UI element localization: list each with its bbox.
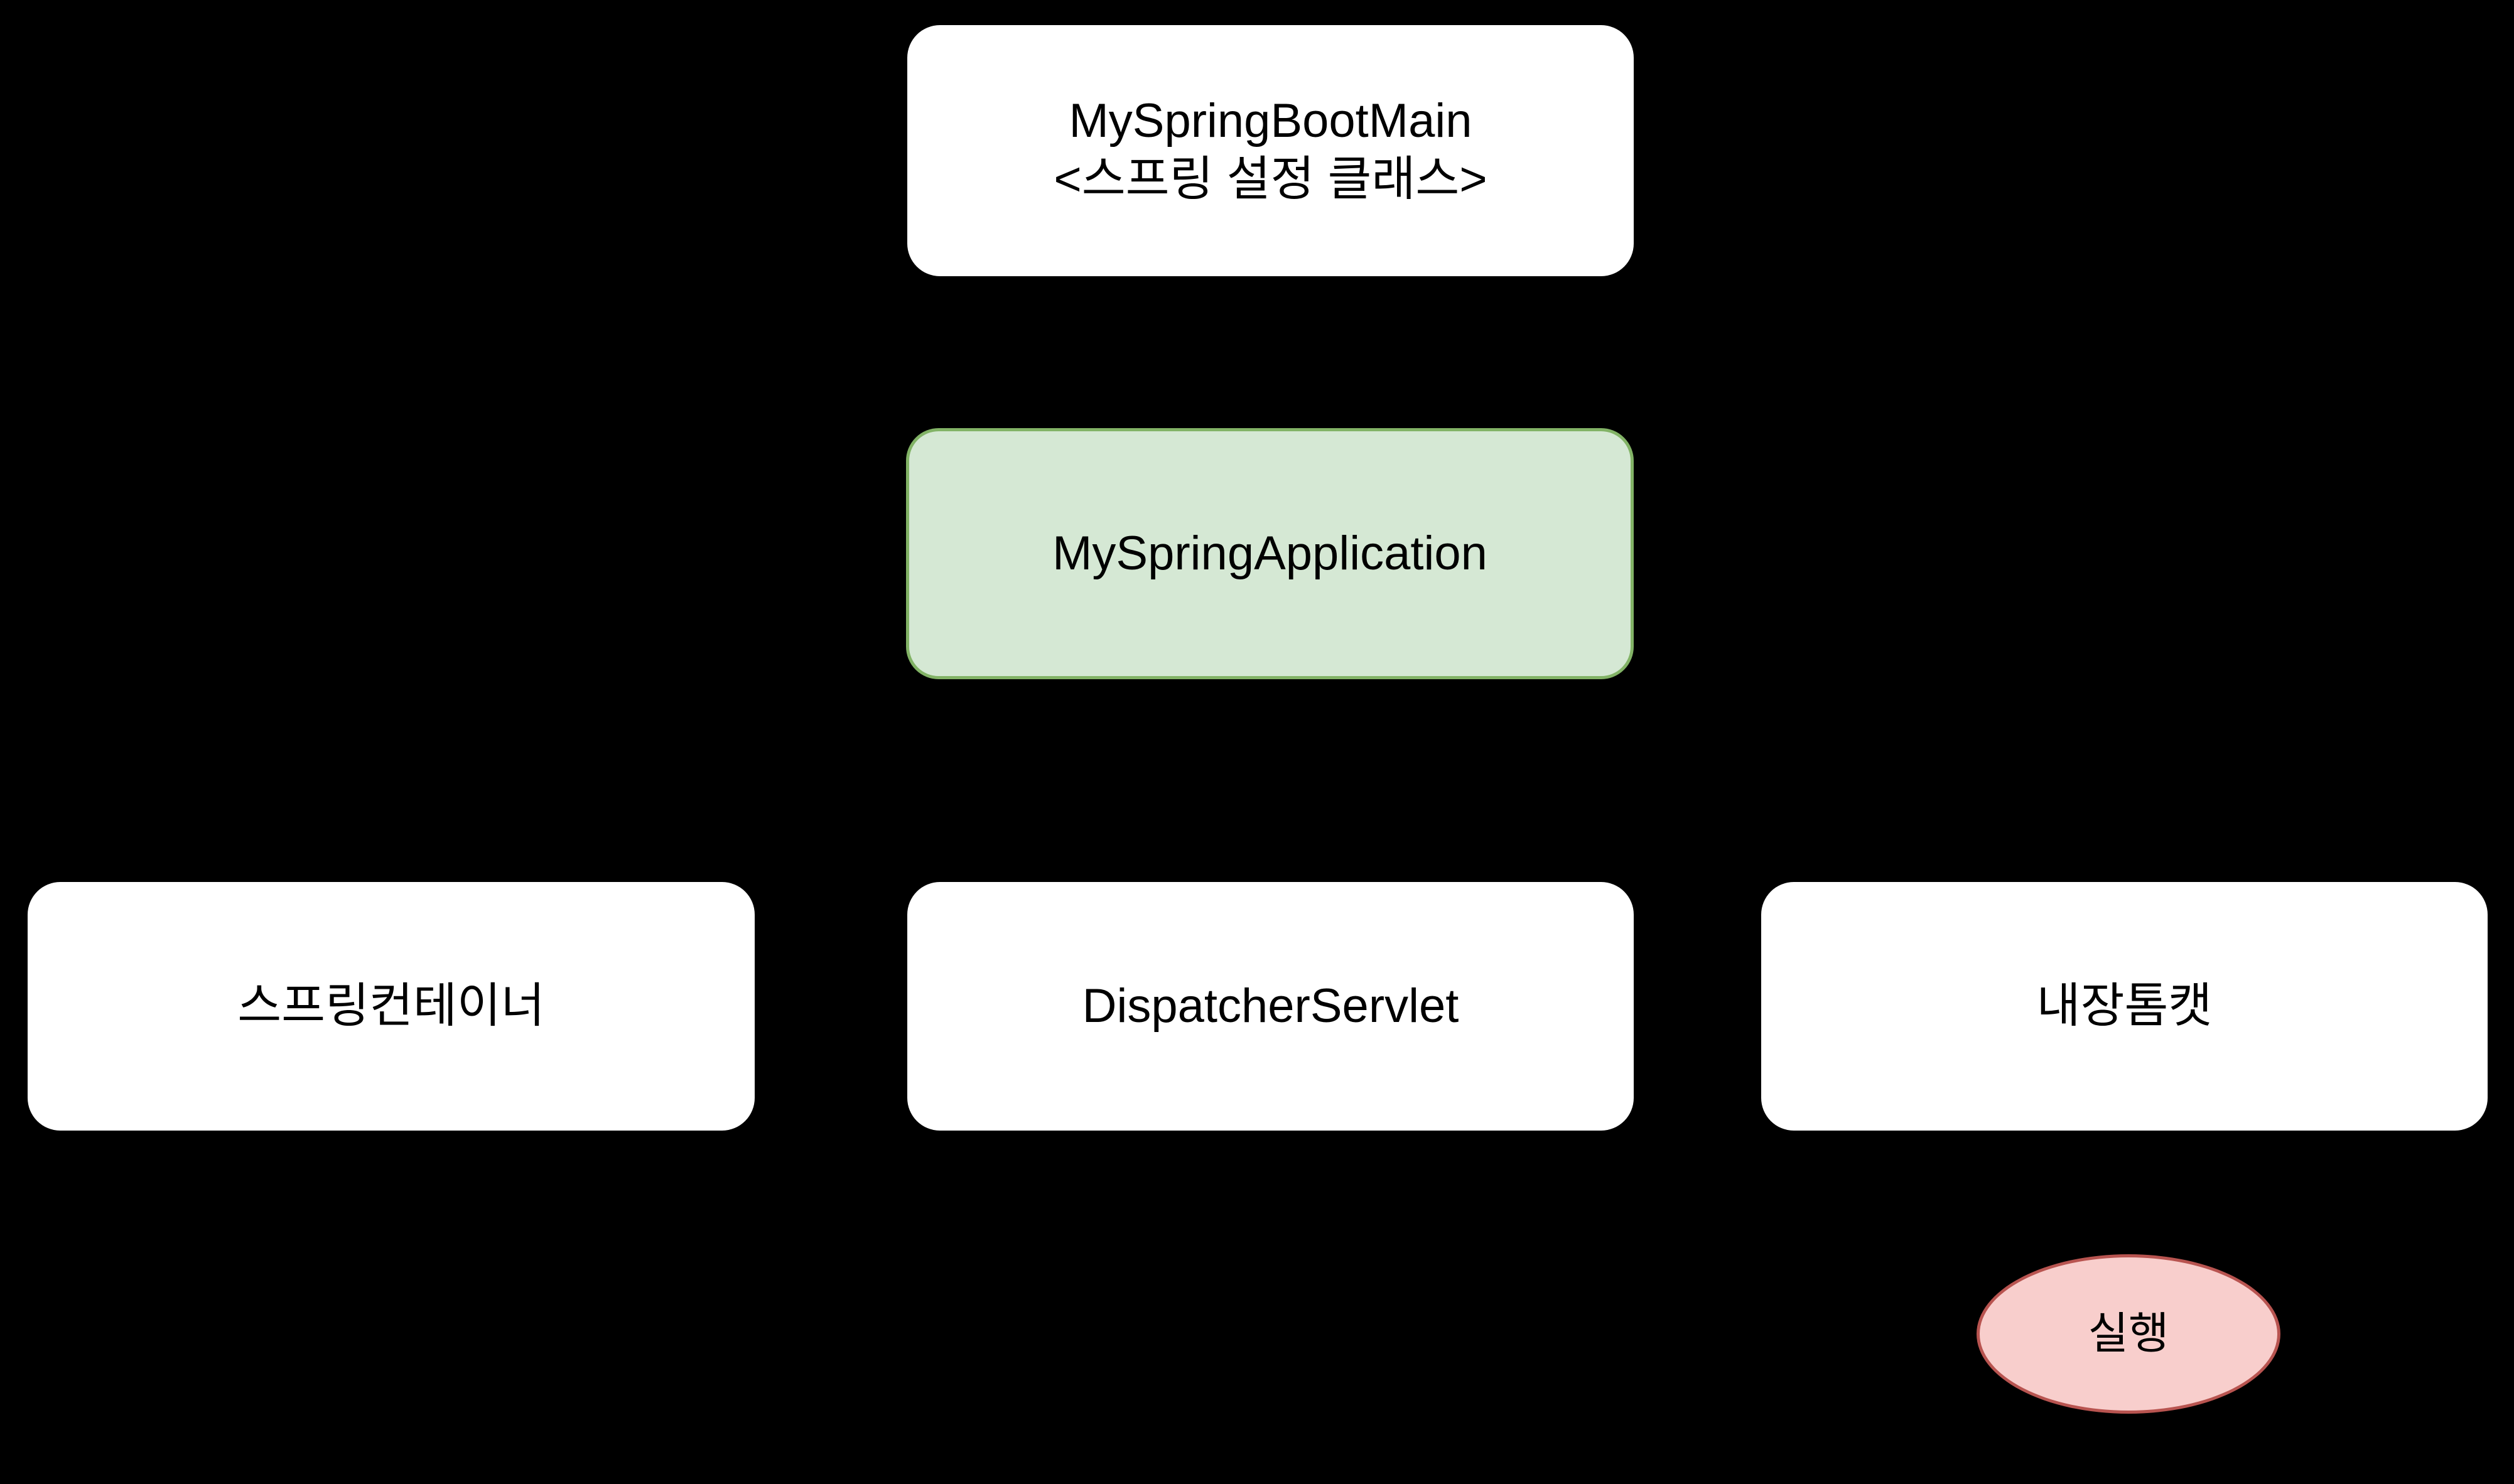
node-my-spring-application-label: MySpringApplication (1052, 526, 1487, 580)
node-my-spring-boot-main-label: MySpringBootMain <스프링 설정 클래스> (1054, 94, 1487, 206)
node-embedded-tomcat-label: 내장톰캣 (2036, 979, 2213, 1033)
node-embedded-tomcat[interactable]: 내장톰캣 (1761, 882, 2488, 1131)
node-spring-container-label: 스프링컨테이너 (237, 979, 545, 1033)
node-dispatcher-servlet[interactable]: DispatcherServlet (907, 882, 1634, 1131)
node-dispatcher-servlet-label: DispatcherServlet (1082, 979, 1459, 1033)
node-spring-container[interactable]: 스프링컨테이너 (28, 882, 755, 1131)
node-run-label: 실행 (2088, 1309, 2169, 1358)
node-my-spring-application[interactable]: MySpringApplication (906, 428, 1634, 679)
edge-application-to-container (389, 679, 1271, 882)
node-my-spring-boot-main[interactable]: MySpringBootMain <스프링 설정 클래스> (907, 25, 1634, 276)
node-run[interactable]: 실행 (1977, 1254, 2280, 1414)
edge-application-to-tomcat (1268, 679, 2126, 882)
